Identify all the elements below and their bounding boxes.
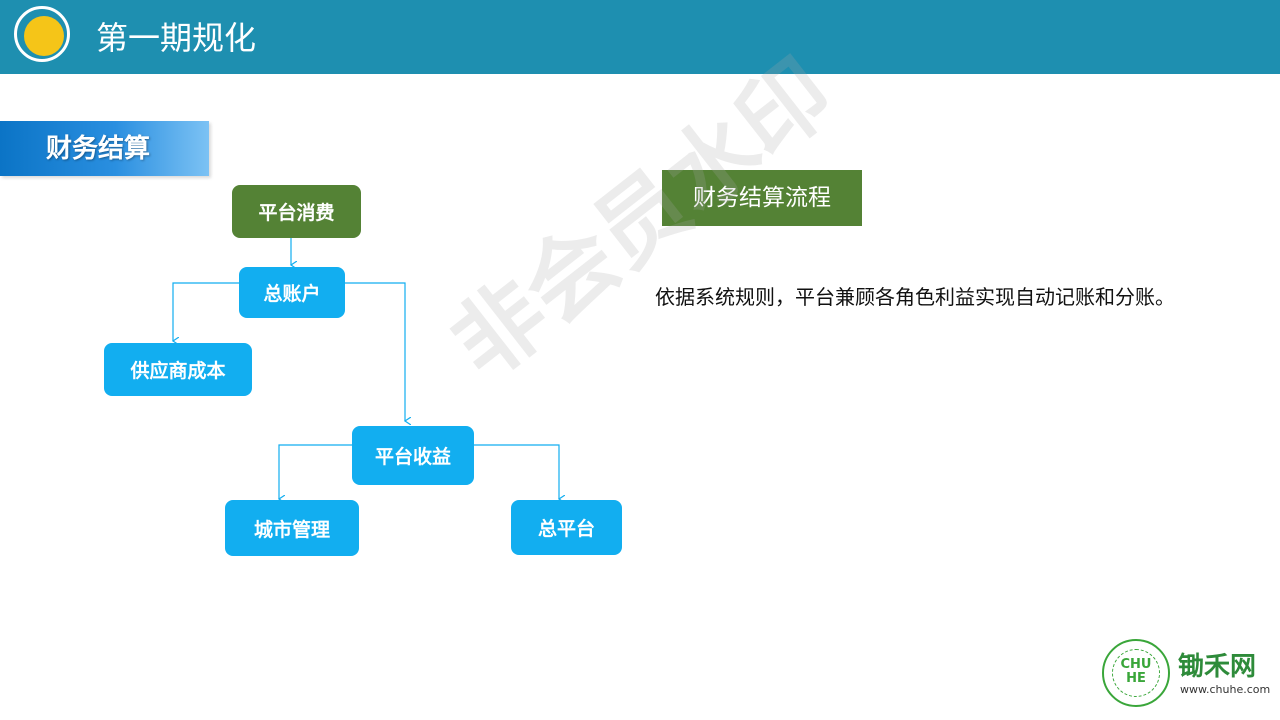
section-label: 财务结算 bbox=[46, 134, 151, 164]
node-main-account: 总账户 bbox=[239, 267, 345, 318]
arrow-revenue-to-city bbox=[279, 444, 353, 499]
arrow-account-to-supplier bbox=[173, 282, 240, 341]
node-main-platform: 总平台 bbox=[511, 500, 622, 555]
brand-badge-text: CHU HE bbox=[1120, 657, 1152, 686]
flow-title-box bbox=[662, 170, 862, 226]
arrow-account-to-revenue bbox=[344, 282, 405, 421]
node-platform-consumption: 平台消费 bbox=[232, 185, 361, 238]
description-text: 依据系统规则，平台兼顾各角色利益实现自动记账和分账。 bbox=[655, 285, 1175, 309]
logo-ring-icon bbox=[14, 6, 70, 62]
flow-title: 财务结算流程 bbox=[693, 185, 831, 211]
brand-badge-ring bbox=[1112, 649, 1160, 697]
sun-logo-icon bbox=[24, 16, 64, 56]
arrow-revenue-to-platform bbox=[473, 444, 559, 499]
brand-url: www.chuhe.com bbox=[1180, 683, 1271, 696]
section-tab bbox=[0, 121, 209, 176]
node-city-management: 城市管理 bbox=[225, 500, 359, 556]
page-title: 第一期规化 bbox=[96, 19, 257, 57]
node-supplier-cost: 供应商成本 bbox=[104, 343, 252, 396]
header-bar bbox=[0, 0, 1280, 74]
node-platform-revenue: 平台收益 bbox=[352, 426, 474, 485]
brand-name: 锄禾网 bbox=[1178, 652, 1257, 682]
